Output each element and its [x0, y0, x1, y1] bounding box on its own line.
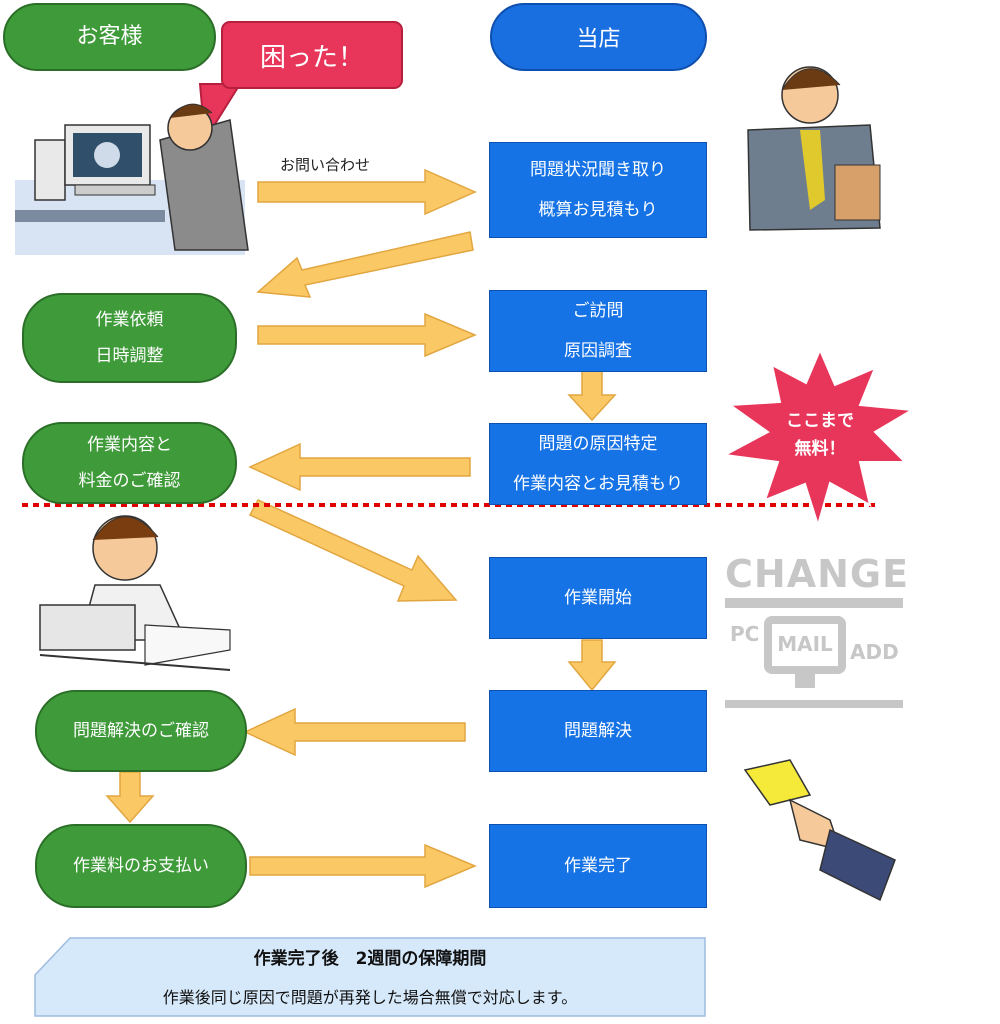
shop-step-hearing: 問題状況聞き取り 概算お見積もり: [489, 142, 707, 238]
pointing-hand-illustration: [743, 759, 896, 902]
change-logo-addr: ADD: [850, 640, 899, 664]
laptop-user-illustration: [39, 515, 231, 671]
guarantee-subtitle: 作業後同じ原因で問題が再発した場合無償で対応します。: [162, 988, 578, 1007]
arrow-quote-back: [248, 442, 471, 492]
callout-text: 困った！: [222, 22, 402, 88]
free-badge-line-1: ここまで: [786, 411, 854, 431]
shop-step-resolved: 問題解決: [489, 690, 707, 772]
step-line-2: 原因調査: [564, 341, 632, 361]
shop-step-complete: 作業完了: [489, 824, 707, 908]
arrow-resolved-back: [243, 707, 466, 757]
customer-step-request: 作業依頼 日時調整: [22, 293, 237, 383]
arrow-estimate-back: [256, 231, 474, 298]
guarantee-title: 作業完了後 2週間の保障期間: [253, 949, 487, 969]
step-line-2: 作業内容とお見積もり: [513, 474, 683, 494]
step-line-1: 問題の原因特定: [538, 434, 658, 454]
free-badge-text: ここまで 無料！: [770, 395, 870, 475]
shop-header: 当店: [490, 3, 707, 71]
customer-header-label: お客様: [76, 24, 143, 49]
step-line-1: 問題解決のご確認: [73, 721, 209, 741]
step-line-1: 問題状況聞き取り: [530, 160, 666, 180]
step-line-1: 作業開始: [564, 588, 632, 608]
shop-step-visit: ご訪問 原因調査: [489, 290, 707, 372]
free-badge-starburst: [721, 347, 916, 529]
guarantee-banner: [34, 937, 706, 1017]
step-line-1: ご訪問: [572, 301, 624, 321]
callout-label: 困った！: [259, 42, 364, 73]
shop-step-start: 作業開始: [489, 557, 707, 639]
arrow-visit-request: [257, 312, 477, 358]
customer-step-confirm-quote: 作業内容と 料金のご確認: [22, 422, 237, 504]
arrow-approve: [248, 499, 458, 602]
step-line-2: 日時調整: [95, 346, 164, 366]
step-line-1: 作業料のお支払い: [73, 856, 209, 876]
arrow-payment: [249, 843, 477, 889]
step-line-2: 料金のご確認: [78, 471, 181, 491]
arrow-down-confirm: [105, 771, 155, 824]
change-logo-mail: MAIL: [777, 632, 833, 656]
customer-step-confirm-resolution: 問題解決のご確認: [35, 690, 247, 772]
arrow-inquiry: [257, 168, 477, 216]
step-line-1: 作業内容と: [87, 435, 172, 455]
troubled-customer-illustration: [15, 103, 249, 255]
customer-step-payment: 作業料のお支払い: [35, 824, 247, 908]
inquiry-label: お問い合わせ: [280, 156, 371, 174]
change-logo-word: CHANGE: [725, 552, 910, 596]
step-line-1: 作業依頼: [95, 310, 164, 330]
change-logo: [725, 598, 903, 708]
change-logo-pc: PC: [730, 622, 760, 646]
shop-step-identify: 問題の原因特定 作業内容とお見積もり: [489, 423, 707, 505]
staff-on-phone-illustration: [747, 66, 881, 231]
step-line-1: 問題解決: [564, 721, 632, 741]
customer-header: お客様: [3, 3, 216, 71]
free-badge-line-2: 無料！: [794, 439, 846, 459]
arrow-down-visit: [567, 369, 617, 422]
arrow-down-work: [567, 639, 617, 692]
shop-header-label: 当店: [576, 27, 621, 52]
step-line-1: 作業完了: [564, 856, 632, 876]
step-line-2: 概算お見積もり: [538, 200, 658, 220]
